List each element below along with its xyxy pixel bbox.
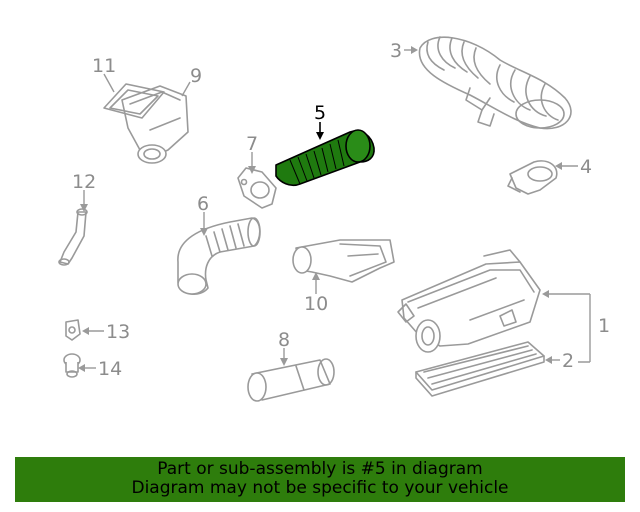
part-9-air-duct[interactable]	[121, 85, 189, 164]
leader-lines	[78, 46, 591, 372]
part-8-straight-tube[interactable]	[247, 358, 335, 402]
callout-8: 8	[278, 329, 290, 351]
part-3-intake-hose[interactable]	[418, 36, 572, 130]
banner-line-2: Diagram may not be specific to your vehi…	[131, 478, 509, 498]
parts-diagram: 1 2 3 4 5 6 7 8 9 10 11 12 13 14	[58, 36, 610, 402]
part-6-elbow-hose[interactable]	[177, 217, 261, 295]
callout-7: 7	[246, 133, 258, 155]
callout-5: 5	[314, 102, 326, 124]
callout-13: 13	[106, 321, 130, 343]
banner-line-1: Part or sub-assembly is #5 in diagram	[157, 459, 483, 479]
part-14-grommet[interactable]	[63, 353, 81, 378]
part-2-air-filter[interactable]	[415, 341, 545, 397]
callout-11: 11	[92, 55, 116, 77]
callout-2: 2	[562, 350, 574, 372]
info-banner: Part or sub-assembly is #5 in diagram Di…	[15, 457, 625, 502]
part-7-bracket[interactable]	[237, 167, 277, 209]
callout-14: 14	[98, 358, 122, 380]
part-12-small-hose[interactable]	[58, 208, 88, 266]
callout-10: 10	[304, 293, 328, 315]
callout-1: 1	[598, 315, 610, 337]
callout-4: 4	[580, 156, 592, 178]
callout-labels: 1 2 3 4 5 6 7 8 9 10 11 12 13 14	[72, 40, 610, 380]
part-5-intake-tube[interactable]	[275, 129, 375, 187]
callout-9: 9	[190, 65, 202, 87]
part-1-air-cleaner[interactable]	[397, 249, 541, 353]
callout-12: 12	[72, 171, 96, 193]
callout-6: 6	[197, 193, 209, 215]
part-4-clamp[interactable]	[507, 160, 558, 195]
part-10-resonator[interactable]	[292, 239, 395, 283]
part-11-gasket[interactable]	[103, 83, 165, 119]
callout-3: 3	[390, 40, 402, 62]
part-13-clip[interactable]	[65, 319, 81, 341]
